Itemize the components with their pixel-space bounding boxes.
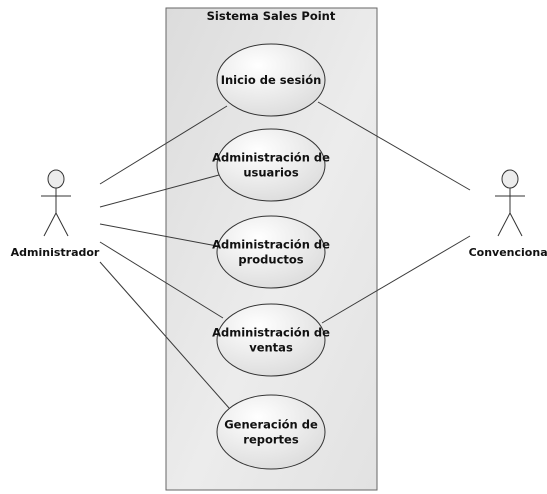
association-conv-sales — [321, 235, 471, 324]
association-lines — [99, 101, 471, 409]
use-case-ellipse — [216, 303, 326, 377]
use-case-label: Generación de — [224, 418, 318, 432]
actor-administrador: Administrador — [11, 169, 100, 259]
use-case-ellipse — [216, 128, 326, 202]
use-case-ellipse — [216, 215, 326, 289]
use-case-label: Inicio de sesión — [221, 73, 322, 87]
use-case-label: reportes — [243, 433, 299, 447]
use-case-ellipse — [216, 43, 326, 117]
association-admin-products — [99, 223, 218, 247]
actor-convencional: Convencional — [469, 169, 547, 259]
association-admin-login — [99, 105, 228, 185]
actor-figure-icon — [41, 169, 71, 237]
use-case-label: usuarios — [243, 166, 298, 180]
use-case-label: ventas — [249, 341, 293, 355]
use-case-label: Administración de — [212, 326, 330, 340]
use-case-login: Inicio de sesión — [216, 43, 326, 117]
actor-label-administrador: Administrador — [11, 246, 100, 259]
association-admin-reports — [99, 261, 230, 409]
use-case-label: Administración de — [212, 238, 330, 252]
association-conv-login — [317, 101, 471, 191]
association-admin-users — [99, 174, 220, 208]
use-case-label: productos — [238, 253, 303, 267]
use-case-label: Administración de — [212, 151, 330, 165]
actor-label-convencional: Convencional — [469, 246, 547, 259]
use-case-ellipse — [216, 394, 326, 470]
system-title: Sistema Sales Point — [207, 9, 336, 23]
actor-figure-icon — [495, 169, 525, 237]
association-admin-sales — [99, 241, 224, 319]
